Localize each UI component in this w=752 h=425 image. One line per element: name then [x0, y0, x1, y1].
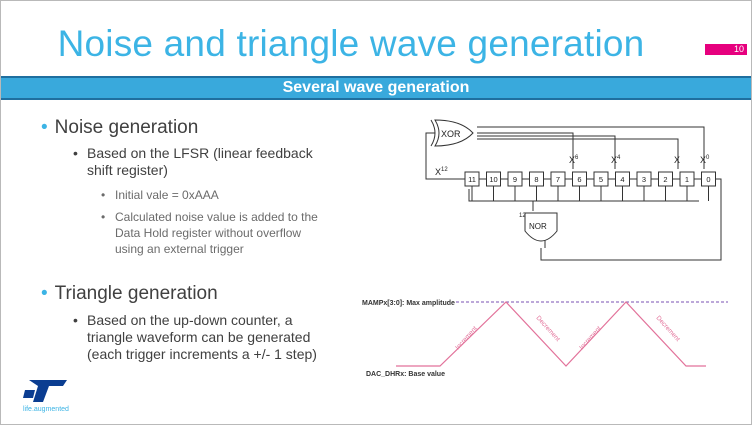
nor-label: NOR: [529, 222, 547, 231]
triangle-heading: • Triangle generation: [41, 283, 218, 305]
page-number-badge: 10: [705, 44, 747, 55]
max-amplitude-label: MAMPx[3:0]: Max amplitude: [362, 300, 455, 307]
noise-subpoint-2-line3: using an external trigger: [115, 242, 244, 256]
bullet-dot: •: [73, 145, 78, 161]
triangle-point-line3: (each trigger increments a +/- 1 step): [87, 346, 317, 362]
lfsr-cell-label: 8: [534, 175, 538, 184]
noise-point: • Based on the LFSR (linear feedback shi…: [73, 145, 313, 179]
lfsr-cell-label: 10: [489, 175, 497, 184]
segment-label-2: Decrement: [535, 315, 562, 343]
st-logo-icon: [23, 380, 67, 402]
lfsr-tap-label: X: [674, 155, 680, 165]
lfsr-cell-label: 11: [468, 175, 476, 184]
noise-subpoint-2-line2: Data Hold register without overflow: [115, 226, 302, 240]
triangle-point-line1: Based on the up-down counter, a: [87, 312, 293, 328]
bullet-dot: •: [73, 312, 78, 328]
segment-label-3: Increment: [578, 325, 603, 351]
lfsr-tap-label: X4: [611, 155, 621, 165]
lfsr-cell-label: 7: [556, 175, 560, 184]
triangle-point-line2: triangle waveform can be generated: [87, 329, 311, 345]
lfsr-cell-label: 1: [685, 175, 689, 184]
lfsr-cell-label: 5: [599, 175, 603, 184]
bullet-dot: •: [101, 210, 106, 224]
lfsr-input-base: X: [435, 167, 441, 177]
lfsr-tap-label: X6: [569, 155, 579, 165]
tagline: life.augmented: [23, 406, 69, 413]
triangle-point: • Based on the up-down counter, a triang…: [73, 312, 317, 363]
bullet-dot: •: [41, 283, 48, 304]
noise-heading-text: Noise generation: [54, 117, 199, 138]
lfsr-cell-label: 6: [577, 175, 581, 184]
lfsr-input-label: X12: [435, 167, 448, 177]
xor-label: XOR: [441, 129, 461, 139]
lfsr-cell-label: 0: [706, 175, 710, 184]
lfsr-cell-label: 9: [513, 175, 517, 184]
lfsr-input-exponent: 12: [441, 167, 448, 173]
bullet-dot: •: [41, 117, 48, 138]
noise-subpoint-2-line1: Calculated noise value is added to the: [115, 210, 318, 224]
triangle-diagram: MAMPx[3:0]: Max amplitude DAC_DHRx: Base…: [362, 300, 728, 378]
segment-label-4: Decrement: [655, 315, 682, 343]
noise-point-line2: shift register): [87, 162, 168, 178]
nor-gate-icon: [524, 212, 558, 242]
lfsr-cell-label: 2: [663, 175, 667, 184]
triangle-waveform: [396, 301, 706, 367]
lfsr-cell-label: 4: [620, 175, 624, 184]
noise-subpoint-2: • Calculated noise value is added to the…: [101, 209, 318, 257]
bullet-dot: •: [101, 188, 106, 202]
page-title: Noise and triangle wave generation: [57, 23, 645, 64]
triangle-heading-text: Triangle generation: [54, 283, 218, 304]
lfsr-cell-label: 3: [642, 175, 646, 184]
xor-gate-icon: [434, 119, 474, 147]
base-value-label: DAC_DHRx: Base value: [366, 371, 445, 378]
noise-subpoint-1-text: Initial vale = 0xAAA: [115, 188, 219, 202]
noise-point-line1: Based on the LFSR (linear feedback: [87, 145, 313, 161]
segment-label-1: Increment: [454, 325, 479, 351]
subtitle-banner: Several wave generation: [1, 76, 751, 100]
noise-subpoint-1: • Initial vale = 0xAAA: [101, 187, 219, 203]
noise-heading: • Noise generation: [41, 117, 198, 139]
lfsr-tap-label: X0: [700, 155, 710, 165]
nor-input-label: 12: [519, 213, 526, 219]
